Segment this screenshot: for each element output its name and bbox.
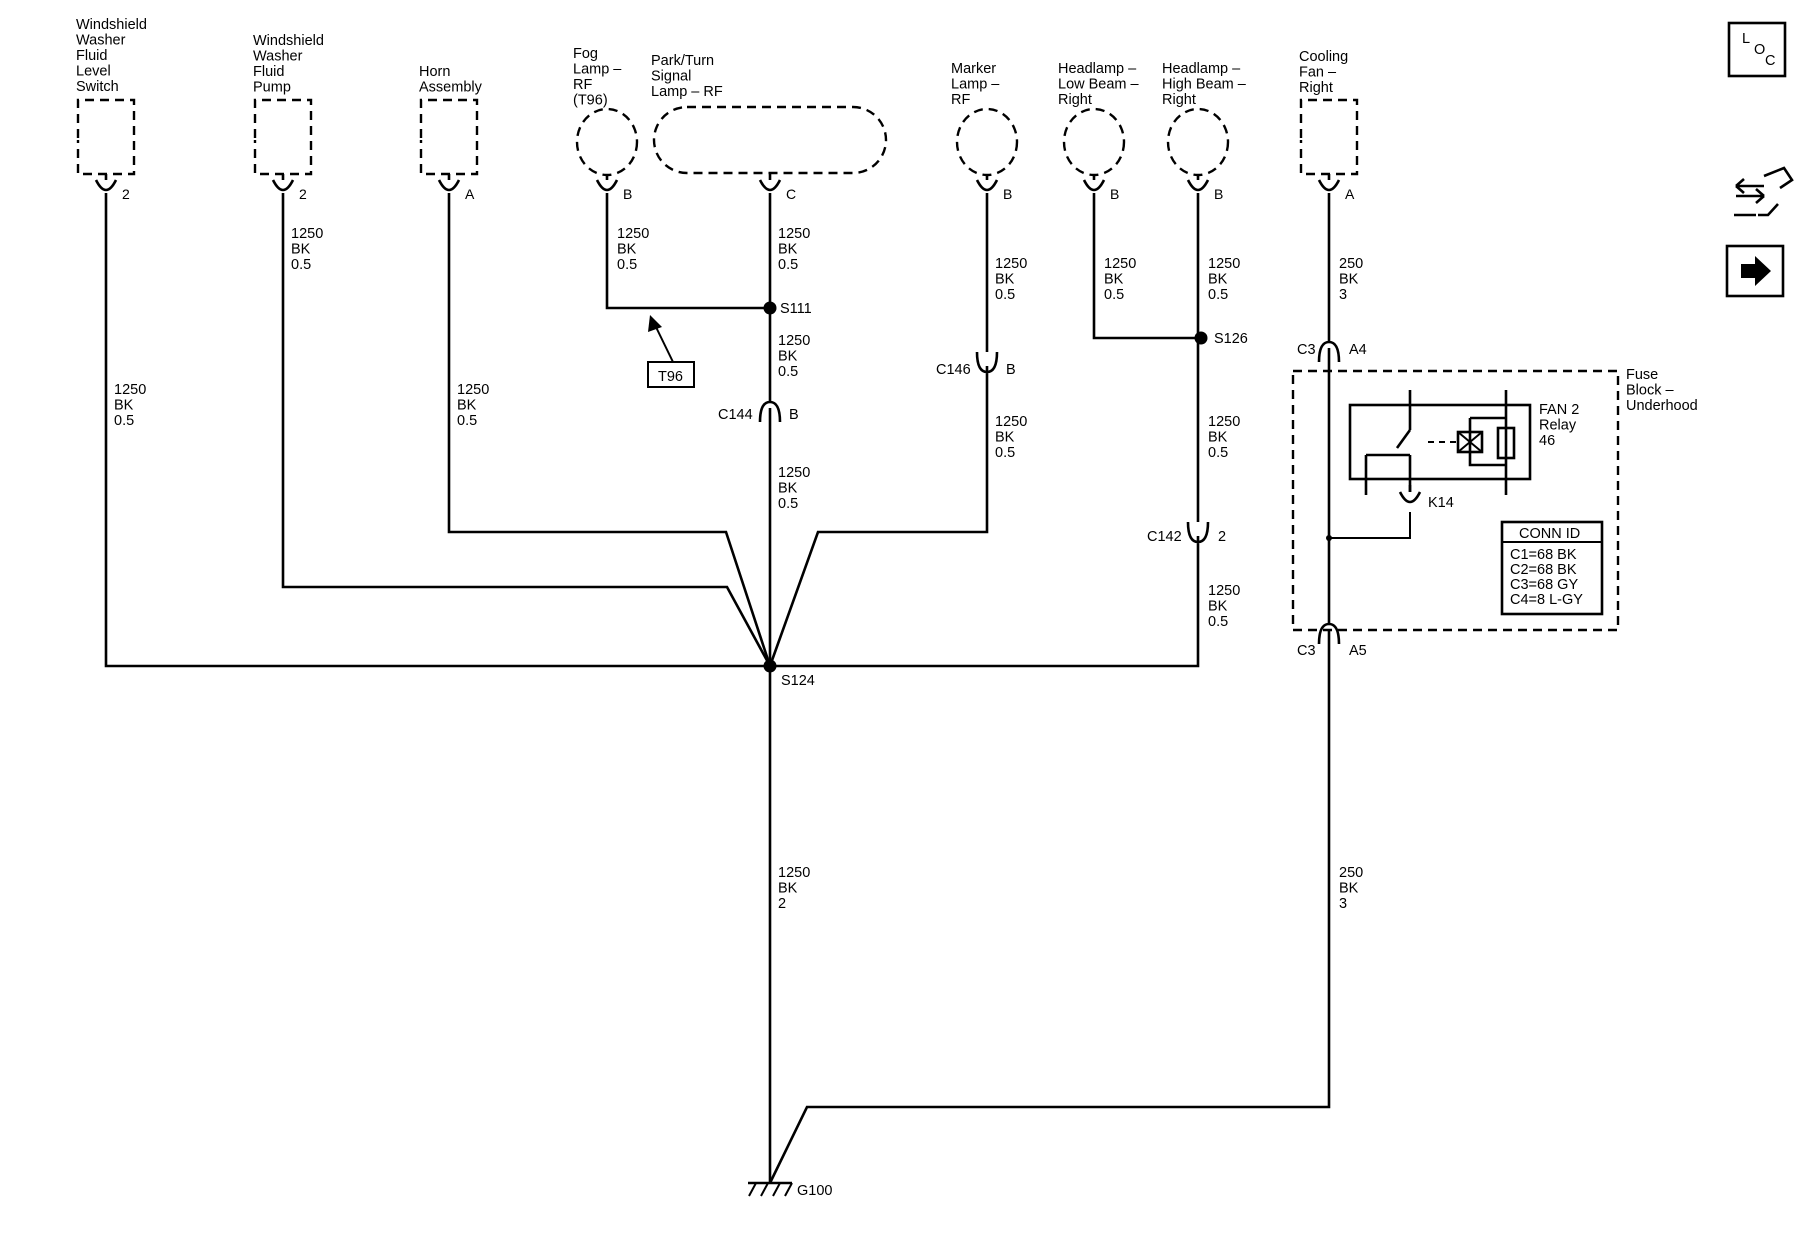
wire-label-headlamp-lower: 1250 BK 0.5 xyxy=(1208,583,1244,630)
marker-lamp-pin: B xyxy=(1003,186,1012,202)
horn-symbol xyxy=(419,98,479,176)
c3-a4-symbol xyxy=(1317,340,1341,365)
svg-text:L: L xyxy=(1742,31,1750,47)
splice-s124 xyxy=(763,659,777,673)
fog-lamp-symbol xyxy=(575,107,639,177)
washer-switch-pin: 2 xyxy=(122,186,130,202)
conn-id-row: C2=68 BK xyxy=(1510,562,1577,578)
conn-id-row: C1=68 BK xyxy=(1510,547,1577,563)
headlamp-high-pin: B xyxy=(1214,186,1223,202)
fuse-block-outline xyxy=(1291,369,1620,632)
c144-name: C144 xyxy=(718,407,753,423)
c142-name: C142 xyxy=(1147,529,1182,545)
marker-lamp-symbol xyxy=(955,107,1019,177)
wire-label-main-ground: 1250 BK 2 xyxy=(778,865,814,912)
ground-symbol xyxy=(748,1181,793,1197)
splice-s126 xyxy=(1194,331,1208,345)
k14-name: K14 xyxy=(1428,495,1454,511)
washer-switch-symbol xyxy=(76,98,136,176)
wire-label-park-mid: 1250 BK 0.5 xyxy=(778,333,814,380)
c146-name: C146 xyxy=(936,362,971,378)
conn-id-title: CONN ID xyxy=(1519,526,1580,542)
c3-a5-pin: A5 xyxy=(1349,643,1367,659)
splice-s126-label: S126 xyxy=(1214,331,1248,347)
c144-pin: B xyxy=(789,407,799,423)
arrow-right-icon[interactable] xyxy=(1725,244,1785,298)
t96-tag-box xyxy=(647,361,695,388)
cooling-fan-symbol xyxy=(1299,98,1359,176)
horn-label: Horn Assembly xyxy=(419,64,483,96)
c3-a4-name: C3 xyxy=(1297,342,1316,358)
wire-label-washer-pump: 1250 BK 0.5 xyxy=(291,226,327,273)
wire-label-fog: 1250 BK 0.5 xyxy=(617,226,653,273)
wire-label-high-beam: 1250 BK 0.5 xyxy=(1208,256,1244,303)
washer-switch-label: Windshield Washer Fluid Level Switch xyxy=(76,17,151,95)
t96-pointer-arrow xyxy=(654,324,674,363)
wire-label-washer-switch: 1250 BK 0.5 xyxy=(114,382,150,429)
svg-text:O: O xyxy=(1754,42,1765,58)
splice-s111 xyxy=(763,301,777,315)
washer-pump-pin: 2 xyxy=(299,186,307,202)
headlamp-low-pin: B xyxy=(1110,186,1119,202)
c3-a5-name: C3 xyxy=(1297,643,1316,659)
c3-a5-symbol xyxy=(1317,622,1341,648)
svg-text:C: C xyxy=(1765,53,1775,69)
c146-symbol xyxy=(975,351,999,376)
cooling-fan-pin: A xyxy=(1345,186,1355,202)
c144-symbol xyxy=(758,400,782,426)
fuse-block-label: Fuse Block – Underhood xyxy=(1626,367,1698,414)
park-turn-lamp-label: Park/Turn Signal Lamp – RF xyxy=(651,53,723,100)
wire-label-low-beam: 1250 BK 0.5 xyxy=(1104,256,1140,303)
conn-id-row: C3=68 GY xyxy=(1510,577,1578,593)
headlamp-high-label: Headlamp – High Beam – Right xyxy=(1162,61,1250,108)
wire-label-park-lower: 1250 BK 0.5 xyxy=(778,465,814,512)
t96-tag: T96 xyxy=(658,369,683,385)
wires xyxy=(104,193,1411,1184)
ground-label: G100 xyxy=(797,1183,832,1199)
wire-label-fan-upper: 250 BK 3 xyxy=(1339,256,1367,303)
schematic-navigate-icon[interactable] xyxy=(1734,166,1794,217)
wire-label-marker-upper: 1250 BK 0.5 xyxy=(995,256,1031,303)
wire-label-headlamp-mid: 1250 BK 0.5 xyxy=(1208,414,1244,461)
c3-a4-pin: A4 xyxy=(1349,342,1367,358)
washer-pump-symbol xyxy=(253,98,313,176)
headlamp-low-label: Headlamp – Low Beam – Right xyxy=(1058,61,1143,108)
fog-lamp-pin: B xyxy=(623,186,632,202)
c142-pin: 2 xyxy=(1218,529,1226,545)
fog-lamp-label: Fog Lamp – RF (T96) xyxy=(573,46,625,109)
park-turn-lamp-symbol xyxy=(652,105,888,175)
wire-label-fan-lower: 250 BK 3 xyxy=(1339,865,1367,912)
wire-label-marker-lower: 1250 BK 0.5 xyxy=(995,414,1031,461)
wire-label-park-upper: 1250 BK 0.5 xyxy=(778,226,814,273)
loc-icon[interactable]: L O C xyxy=(1727,21,1787,78)
cooling-fan-label: Cooling Fan – Right xyxy=(1299,49,1352,96)
fan-2-relay-label: FAN 2 Relay 46 xyxy=(1539,402,1583,449)
horn-pin: A xyxy=(465,186,475,202)
conn-id-table xyxy=(1500,520,1604,616)
headlamp-high-symbol xyxy=(1166,107,1230,177)
c142-symbol xyxy=(1186,521,1210,546)
park-turn-lamp-pin: C xyxy=(786,186,796,202)
headlamp-low-symbol xyxy=(1062,107,1126,177)
component-pins xyxy=(94,173,1341,192)
t96-arrowhead xyxy=(648,315,662,332)
c146-pin: B xyxy=(1006,362,1016,378)
conn-id-row: C4=8 L-GY xyxy=(1510,592,1583,608)
splice-s111-label: S111 xyxy=(780,301,812,317)
marker-lamp-label: Marker Lamp – RF xyxy=(951,61,1003,108)
washer-pump-label: Windshield Washer Fluid Pump xyxy=(253,33,328,96)
wire-label-horn: 1250 BK 0.5 xyxy=(457,382,493,429)
splice-s124-label: S124 xyxy=(781,673,815,689)
fuse-block-junction xyxy=(1326,535,1332,541)
fan-2-relay-symbol xyxy=(1348,390,1532,495)
